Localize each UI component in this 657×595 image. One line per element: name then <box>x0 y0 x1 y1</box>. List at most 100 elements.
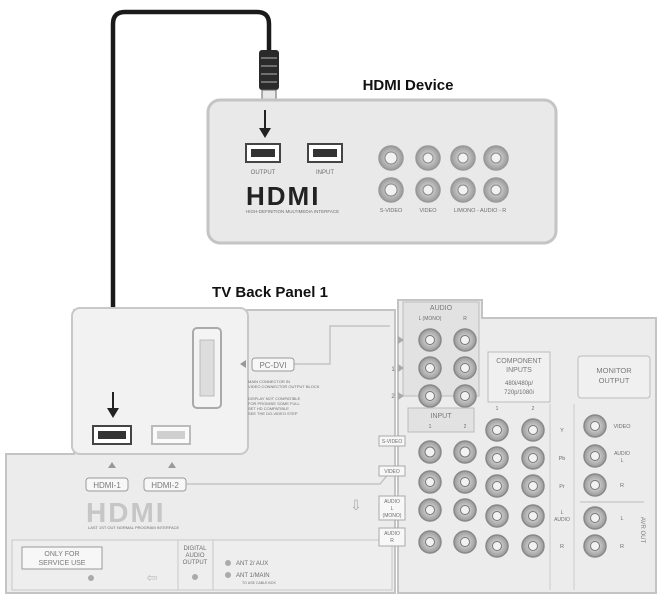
component-y-jack[interactable] <box>521 418 545 442</box>
in2-audio-jack[interactable] <box>418 384 442 408</box>
ant1-port[interactable] <box>225 572 231 578</box>
screw-icon <box>88 575 94 581</box>
in1-audio-jack[interactable] <box>418 356 442 380</box>
dvi-note: MAIN CONNECTOR IN <box>248 379 290 384</box>
arrow-down-icon <box>259 110 271 138</box>
digital-audio-label: AUDIO <box>185 553 204 559</box>
monitor-audio-r-jack[interactable] <box>583 473 607 497</box>
monitor-audio-label: AUDIO <box>614 451 630 457</box>
device-audio-l-jack-top[interactable] <box>450 145 476 171</box>
leader-line <box>298 325 390 365</box>
monitor-video-label: VIDEO <box>613 424 631 430</box>
component-pb-label: Pb <box>559 456 566 462</box>
component-y-jack[interactable] <box>485 418 509 442</box>
in1-audio-jack[interactable] <box>453 356 477 380</box>
digital-audio-label: OUTPUT <box>183 560 208 566</box>
digital-audio-port[interactable] <box>192 574 198 580</box>
component-col-1: 1 <box>496 406 499 412</box>
svg-text:R: R <box>390 538 394 544</box>
triangle-left-icon <box>240 360 246 368</box>
input-col-1: 1 <box>429 424 432 430</box>
device-svideo-jack-bottom[interactable] <box>378 177 404 203</box>
input-audio-l-jack[interactable] <box>453 498 477 522</box>
component-pr-jack[interactable] <box>485 474 509 498</box>
device-audio-r-jack-top[interactable] <box>483 145 509 171</box>
monitor-audio-l-label: L <box>621 458 624 464</box>
monitor-output-title: OUTPUT <box>599 376 630 385</box>
component-audio-r-jack[interactable] <box>521 534 545 558</box>
pc-audio-jack[interactable] <box>453 328 477 352</box>
input-svideo-jack[interactable] <box>418 440 442 464</box>
monitor-video-jack[interactable] <box>583 414 607 438</box>
row-2-label: 2 <box>391 394 395 400</box>
pc-audio-header: AUDIO <box>430 305 453 312</box>
component-pr-label: Pr <box>559 484 565 490</box>
monitor-r-label: R <box>620 483 624 489</box>
tv-panel-title: TV Back Panel 1 <box>212 284 328 301</box>
device-audio-label: L/MONO - AUDIO - R <box>454 208 507 214</box>
input-svideo-jack[interactable] <box>453 440 477 464</box>
svg-text:(MONO): (MONO) <box>383 513 402 519</box>
avr-out-l-jack[interactable] <box>583 506 607 530</box>
ant2-port[interactable] <box>225 560 231 566</box>
component-audio-l-jack[interactable] <box>485 504 509 528</box>
device-video-jack-bottom[interactable] <box>415 177 441 203</box>
component-col-2: 2 <box>532 406 535 412</box>
triangle-right-icon <box>398 392 404 400</box>
component-pr-jack[interactable] <box>521 474 545 498</box>
svg-text:PC-DVI: PC-DVI <box>259 361 286 370</box>
ant-note: TO USE CABLE BOX <box>242 581 276 585</box>
tv-pc-dvi-port[interactable] <box>192 327 222 409</box>
svg-text:SERVICE USE: SERVICE USE <box>39 560 86 567</box>
svg-text:S-VIDEO: S-VIDEO <box>382 439 403 445</box>
avr-l-label: L <box>620 516 623 522</box>
input-header: INPUT <box>431 413 453 420</box>
device-audio-l-jack-bottom[interactable] <box>450 177 476 203</box>
input-audio-r-jack[interactable] <box>418 530 442 554</box>
svg-text:L: L <box>391 506 394 512</box>
avr-out-r-jack[interactable] <box>583 534 607 558</box>
in2-audio-jack[interactable] <box>453 384 477 408</box>
component-res: 480i/480p/ <box>505 381 533 387</box>
tv-hdmi-1-label: HDMI-1 <box>85 477 129 492</box>
component-y-label: Y <box>560 428 564 434</box>
input-audio-r-jack[interactable] <box>453 530 477 554</box>
side-label-svideo: S-VIDEO <box>378 435 406 447</box>
device-hdmi-output-port[interactable] <box>245 143 281 163</box>
component-pb-jack[interactable] <box>485 446 509 470</box>
avr-out-label: AVR OUT <box>639 517 645 544</box>
component-pb-jack[interactable] <box>521 446 545 470</box>
avr-r-label: R <box>620 544 624 550</box>
ant1-label: ANT 1/MAIN <box>236 573 270 579</box>
device-svideo-jack-top[interactable] <box>378 145 404 171</box>
arrow-down-icon <box>107 392 119 418</box>
svg-text:AUDIO: AUDIO <box>384 499 400 505</box>
tv-hdmi-2-port[interactable] <box>151 425 191 445</box>
hdmi-cable <box>110 9 272 334</box>
monitor-output-title: MONITOR <box>596 366 632 375</box>
tv-hdmi-logo: HDMI <box>86 497 166 528</box>
side-label-video: VIDEO <box>378 465 406 477</box>
component-audio-l-jack[interactable] <box>521 504 545 528</box>
hdmi-device-panel <box>206 98 558 245</box>
component-title: COMPONENT <box>496 358 542 365</box>
component-audio-r-jack[interactable] <box>485 534 509 558</box>
dvi-note: DISPLAY NOT COMPATIBLE <box>248 396 301 401</box>
svg-text:VIDEO: VIDEO <box>384 469 400 475</box>
input-video-jack[interactable] <box>453 470 477 494</box>
input-video-jack[interactable] <box>418 470 442 494</box>
monitor-audio-l-jack[interactable] <box>583 444 607 468</box>
input-col-2: 2 <box>464 424 467 430</box>
pc-audio-l-label: L (MONO) <box>419 316 442 322</box>
device-audio-r-jack-bottom[interactable] <box>483 177 509 203</box>
tv-logo-tagline: LAST 1ST OUT NORMAL PROGRAM INTERFACE <box>88 525 180 530</box>
tv-hdmi-1-port[interactable] <box>92 425 132 445</box>
dvi-note: VIDEO CONNECTOR OUTPUT BLOCK <box>248 384 320 389</box>
input-audio-l-jack[interactable] <box>418 498 442 522</box>
side-label-audio-r: AUDIO R <box>378 527 406 547</box>
pc-audio-jack[interactable] <box>418 328 442 352</box>
device-video-jack-top[interactable] <box>415 145 441 171</box>
ant2-label: ANT 2/ AUX <box>236 561 268 567</box>
svg-text:HDMI-2: HDMI-2 <box>151 481 179 490</box>
device-hdmi-input-port[interactable] <box>307 143 343 163</box>
